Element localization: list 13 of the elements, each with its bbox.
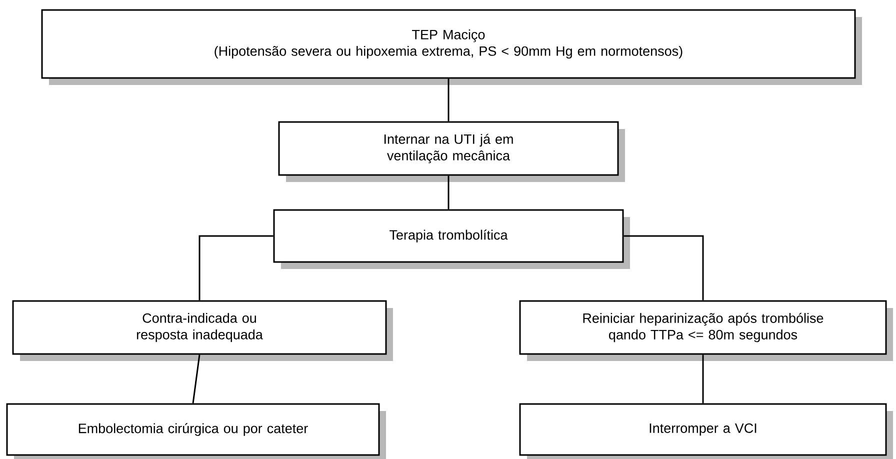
connector-line — [702, 354, 704, 404]
connector-line — [198, 235, 274, 300]
connector-line — [192, 354, 200, 404]
process-box: Embolectomia cirúrgica ou por cateter — [6, 403, 386, 459]
process-box: Contra-indicada ou resposta inadequada — [12, 300, 393, 361]
connector-line — [448, 78, 450, 122]
process-box: Terapia trombolítica — [273, 209, 630, 269]
process-box: Internar na UTI já em ventilação mecânica — [278, 121, 625, 182]
connector-line — [624, 235, 704, 300]
process-box: TEP Maciço (Hipotensão severa ou hipoxemia extrema, PS < 90mm Hg em normotensos) — [41, 9, 862, 85]
process-box: Interromper a VCI — [519, 403, 893, 459]
connector-line — [448, 176, 450, 210]
process-box: Reiniciar heparinização após trombólise qando TTPa <= 80m segundos — [519, 300, 893, 361]
